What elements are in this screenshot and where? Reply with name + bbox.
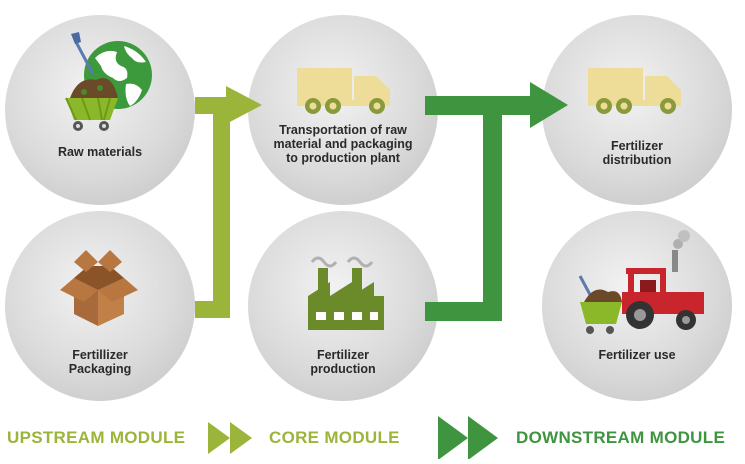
downstream-connector <box>425 82 568 321</box>
truck-icon-transportation <box>297 68 390 114</box>
upstream-connector <box>195 86 262 318</box>
node-label-distribution: Fertilizer distribution <box>602 139 672 167</box>
node-circle-distribution <box>542 15 732 205</box>
tractor-icon <box>578 230 704 334</box>
legend-core-module: CORE MODULE <box>269 428 400 447</box>
core-to-downstream-chevron-icon <box>438 416 498 460</box>
truck-icon-distribution <box>588 68 681 114</box>
node-label-raw-materials: Raw materials <box>57 145 143 159</box>
node-label-use: Fertilizer use <box>598 348 676 362</box>
node-label-packaging: Fertillizer Packaging <box>68 348 132 376</box>
box-icon <box>60 250 138 326</box>
cart-and-globe-icon <box>65 32 152 131</box>
upstream-to-core-chevron-icon <box>208 422 252 454</box>
factory-icon <box>308 256 384 330</box>
node-label-transportation: Transportation of raw material and packa… <box>273 123 413 165</box>
node-circle-transportation <box>248 15 438 205</box>
legend-downstream-module: DOWNSTREAM MODULE <box>516 428 726 447</box>
node-label-production: Fertilizer production <box>310 348 376 376</box>
legend-upstream-module: UPSTREAM MODULE <box>7 428 186 447</box>
